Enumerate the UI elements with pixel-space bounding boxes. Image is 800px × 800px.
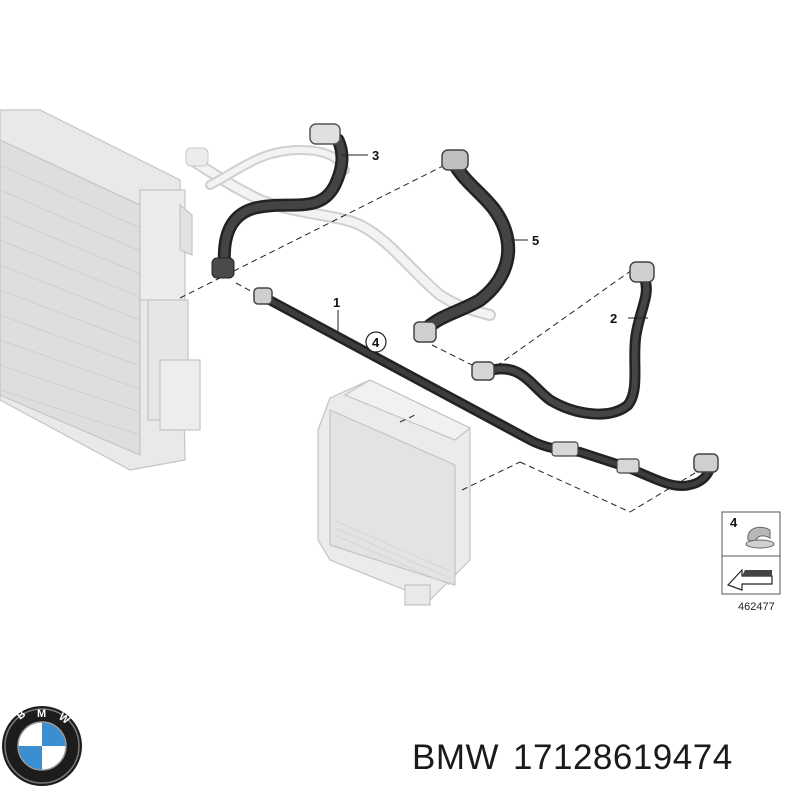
inset-label: 4: [730, 515, 738, 530]
leader-lines: [179, 164, 701, 513]
part-caption: BMW 17128619474: [412, 738, 747, 778]
pipe-1: [253, 287, 719, 491]
radiator: [0, 109, 201, 471]
svg-text:M: M: [37, 708, 46, 720]
hose-5: [413, 149, 516, 343]
brand-name: BMW: [412, 738, 500, 777]
callout-4: 4: [372, 335, 380, 350]
hose-3: [211, 123, 349, 279]
clip-icon: [745, 526, 775, 549]
reference-number: 462477: [738, 601, 775, 613]
bmw-logo: B M W: [2, 706, 82, 786]
inset-box: 4 462477: [721, 511, 781, 613]
callout-1: 1: [333, 295, 340, 310]
hose-2: [471, 261, 655, 420]
callout-2: 2: [610, 311, 617, 326]
callout-3: 3: [372, 148, 379, 163]
arrow-icon: [726, 568, 773, 591]
callout-5: 5: [532, 233, 539, 248]
callout-leaders: [337, 154, 648, 333]
oil-cooler: [317, 379, 472, 606]
part-number: 17128619474: [513, 738, 733, 777]
callout-4-circle: [365, 331, 387, 353]
